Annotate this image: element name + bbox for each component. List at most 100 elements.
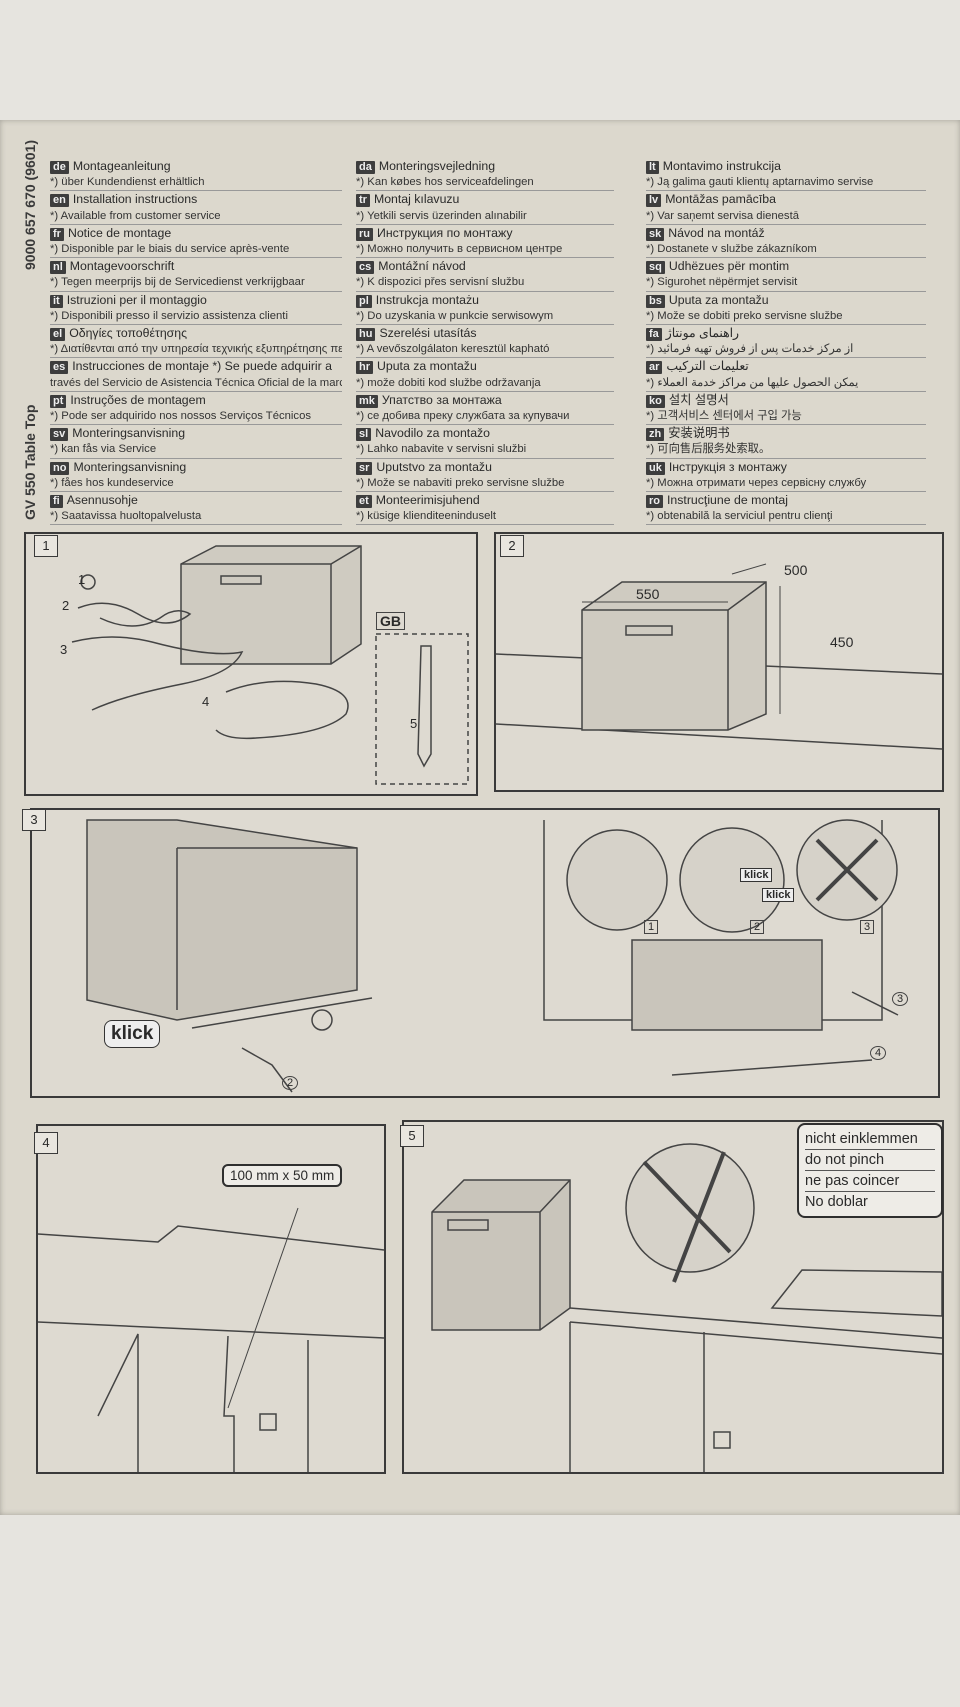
language-code-badge: en <box>50 194 69 208</box>
language-title: Návod na montáž <box>668 225 765 240</box>
step-number: 4 <box>34 1132 58 1154</box>
language-note: *) Pode ser adquirido nos nossos Serviço… <box>50 410 312 423</box>
language-code-badge: pl <box>356 294 372 308</box>
language-code-badge: hr <box>356 361 373 375</box>
language-title: Uputa za montažu <box>668 292 769 307</box>
model-number: 9000 657 670 (9601) <box>22 140 38 270</box>
socket-icon <box>713 1431 731 1449</box>
drain-hose-icon <box>215 680 349 740</box>
language-code-badge: lt <box>646 161 659 174</box>
language-note: través del Servicio de Asistencia Técnic… <box>50 376 342 389</box>
language-code-badge: nl <box>50 261 66 275</box>
language-title: Montavimo instrukcija <box>662 159 781 173</box>
language-code-badge: ro <box>646 495 663 509</box>
dimension-width: 550 <box>636 586 660 602</box>
language-title: Montážní návod <box>378 259 466 274</box>
warning-line: No doblar <box>805 1194 868 1210</box>
language-note: *) Tegen meerprijs bij de Servicedienst … <box>50 276 305 289</box>
language-code-badge: no <box>50 461 70 475</box>
language-code-badge: uk <box>646 461 665 475</box>
power-cable-icon <box>77 602 192 627</box>
cutout-illustration <box>38 1207 384 1472</box>
callout-label: 2 <box>750 920 765 934</box>
language-title: Montagevoorschrift <box>69 259 175 274</box>
language-note: *) Može se nabaviti preko servisne služb… <box>356 476 565 489</box>
language-title: Інструкція з монтажу <box>668 459 787 474</box>
language-title: Инструкция по монтажу <box>377 225 513 240</box>
language-title: Montaj kılavuzu <box>373 192 460 207</box>
klick-label: klick <box>762 888 795 902</box>
language-title: 安装说明书 <box>668 426 730 441</box>
language-code-badge: da <box>356 161 375 174</box>
step-number: 5 <box>400 1125 424 1147</box>
warning-line: nicht einklemmen <box>805 1129 935 1150</box>
drain-hose-line <box>671 1059 873 1076</box>
language-note: *) obtenabilă la serviciul pentru clienţ… <box>646 510 833 523</box>
dimensions-illustration <box>496 563 942 750</box>
connection-label: 2 <box>282 1076 299 1090</box>
language-note: *) 可向售后服务处索取。 <box>646 443 771 456</box>
language-code-badge: lv <box>646 194 662 208</box>
callout-label: 1 <box>644 920 659 934</box>
warning-line: do not pinch <box>805 1150 935 1171</box>
language-title: Asennusohje <box>66 493 138 508</box>
language-note: *) Disponible par le biais du service ap… <box>50 243 290 256</box>
water-hose-line <box>851 991 899 1016</box>
language-code-badge: hu <box>356 328 376 342</box>
cross-out-icon <box>815 838 879 902</box>
klick-label: klick <box>740 868 773 882</box>
placement-illustration <box>431 1143 942 1472</box>
language-title: Istruzioni per il montaggio <box>66 292 207 307</box>
language-title: Uputstvo za montažu <box>376 459 492 474</box>
language-note: *) über Kundendienst erhältlich <box>50 176 205 189</box>
language-title: Monteerimisjuhend <box>375 493 480 508</box>
language-note: *) küsige klienditeeninduselt <box>356 510 497 523</box>
part-1-icon <box>80 574 96 590</box>
language-code-badge: fi <box>50 495 63 509</box>
gb-accessory-box <box>375 633 469 785</box>
language-code-badge: ru <box>356 227 373 241</box>
step-2-panel: 2 550 500 450 <box>494 532 944 792</box>
language-title: Instruções de montagem <box>70 392 206 407</box>
language-title: Navodilo za montažo <box>375 426 491 441</box>
part-label: 5 <box>410 716 418 731</box>
language-code-badge: cs <box>356 261 375 275</box>
language-title: Instrukcja montażu <box>375 292 479 307</box>
language-note: *) Do uzyskania w punkcie serwisowym <box>356 309 554 322</box>
language-note: *) K dispozici přes servisní službu <box>356 276 525 289</box>
language-note: *) يمكن الحصول عليها من مراكز خدمة العمل… <box>646 376 859 389</box>
clip-icon <box>417 645 432 768</box>
language-title: Szerelési utasítás <box>379 326 477 341</box>
cutout-size-label: 100 mm x 50 mm <box>222 1164 343 1187</box>
language-code-badge: sq <box>646 261 665 275</box>
language-title: Instrucciones de montaje *) Se puede adq… <box>72 359 333 374</box>
part-label: 4 <box>202 694 210 709</box>
language-title: Monteringsanvisning <box>73 459 187 474</box>
language-title: Οδηγίες τοποθέτησης <box>69 326 188 341</box>
part-label: 2 <box>62 598 70 613</box>
language-note: *) Διατίθενται από την υπηρεσία τεχνικής… <box>50 343 342 356</box>
language-code-badge: fr <box>50 227 64 241</box>
language-code-badge: it <box>50 294 63 308</box>
language-code-badge: es <box>50 361 69 375</box>
